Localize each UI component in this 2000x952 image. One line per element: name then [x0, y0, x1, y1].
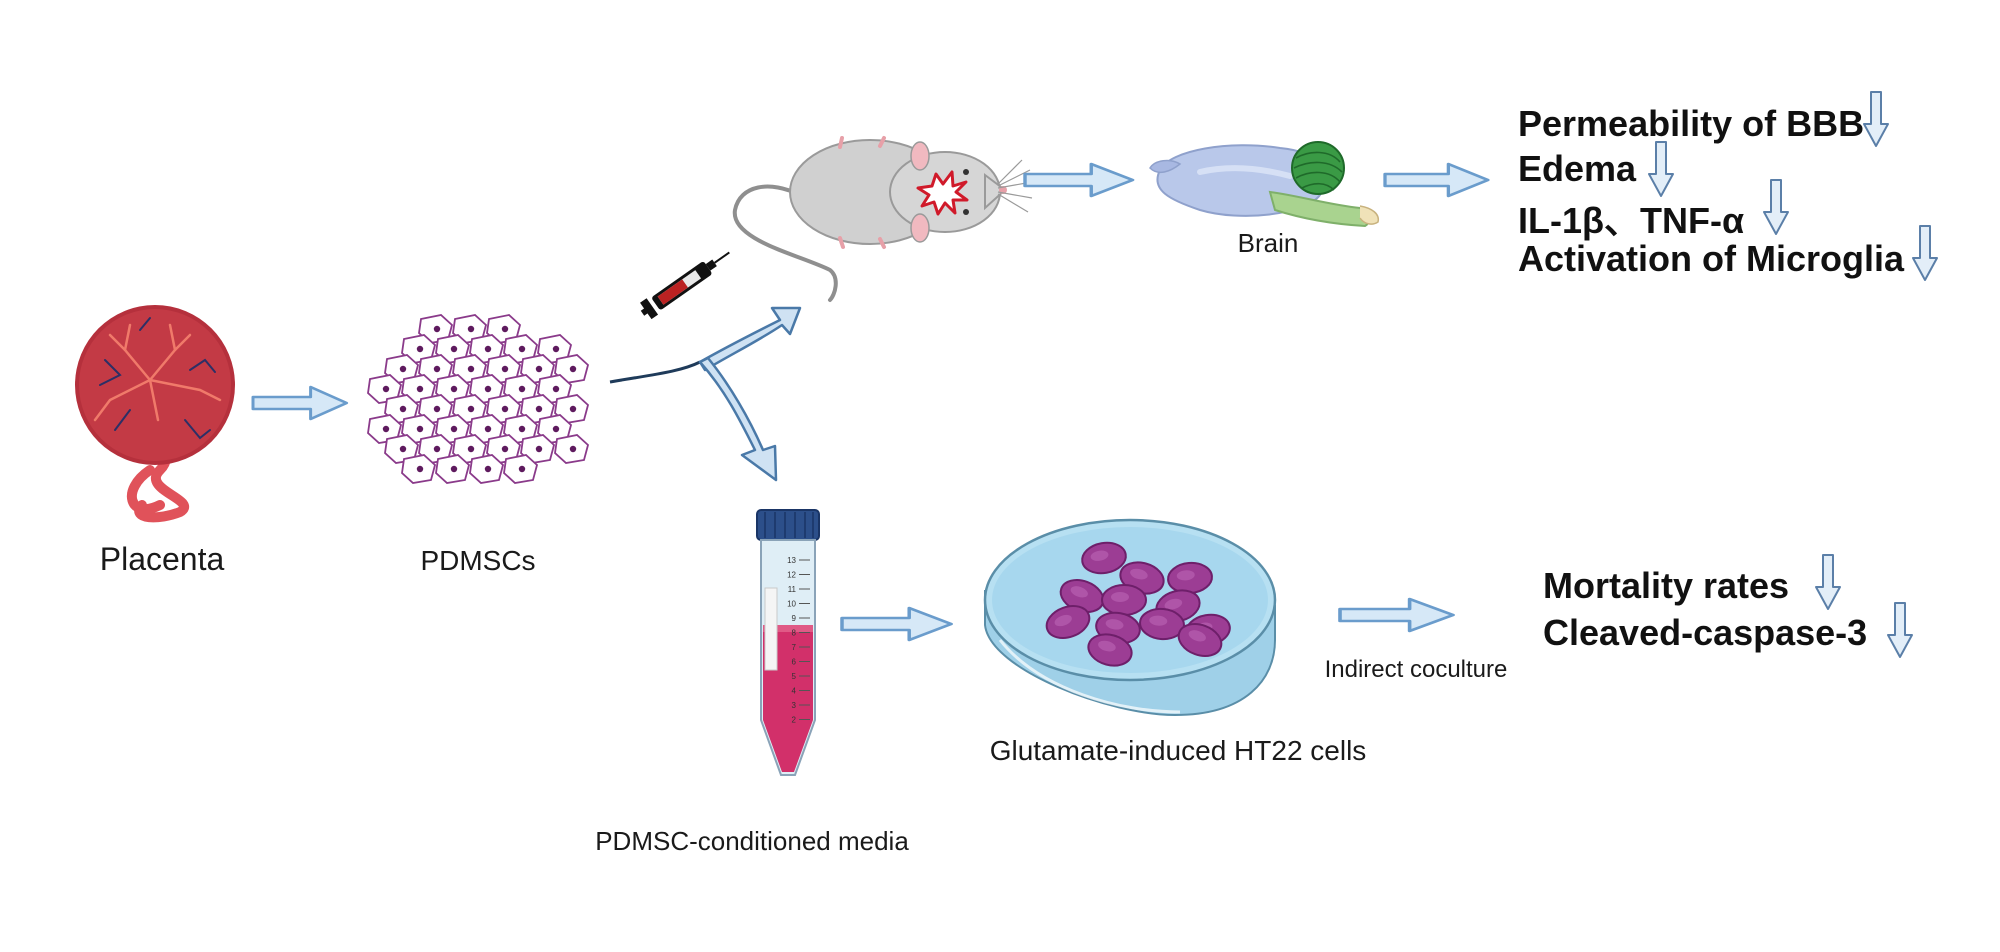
syringe-icon — [640, 251, 730, 320]
in-vivo-outcome-bbb: Permeability of BBB — [1518, 103, 1865, 144]
indirect-coculture-label: Indirect coculture — [1325, 656, 1508, 683]
arrow-media-to-cells — [840, 606, 953, 642]
tube-scale-label: 9 — [792, 614, 797, 623]
arrow-coculture-to-outcomes — [1338, 597, 1455, 633]
in-vitro-outcome-caspase: Cleaved-caspase-3 — [1543, 612, 1868, 653]
in-vivo-outcome-microglia: Activation of Microglia — [1518, 238, 1905, 279]
tube-scale-label: 7 — [792, 643, 797, 652]
tube-scale-label: 4 — [792, 687, 797, 696]
down-arrow-icon — [1863, 91, 1889, 147]
tube-scale: 13 12 11 10 9 8 7 6 5 4 3 2 — [787, 556, 810, 725]
arrow-brain-to-outcomes — [1383, 162, 1490, 198]
conditioned-media-label: PDMSC-conditioned media — [595, 826, 909, 856]
tube-scale-label: 10 — [787, 600, 796, 609]
down-arrow-icon — [1887, 602, 1913, 658]
branch-arrows — [609, 306, 802, 482]
arrow-placenta-to-pdmscs — [251, 385, 349, 421]
pdmscs-cells-icon — [367, 314, 589, 484]
down-arrow-icon — [1648, 141, 1674, 197]
in-vitro-outcome-mortality: Mortality rates — [1543, 565, 1790, 606]
in-vivo-outcome-cytokines: IL-1β、TNF-α — [1518, 200, 1745, 241]
brain-icon — [1149, 141, 1380, 228]
tube-scale-label: 8 — [792, 629, 797, 638]
mouse-icon — [732, 136, 1033, 302]
pdmsc-cell — [554, 434, 589, 464]
pdmscs-label: PDMSCs — [420, 545, 535, 576]
tube-scale-label: 13 — [787, 556, 796, 565]
injury-burst-icon — [916, 170, 969, 216]
tube-scale-label: 5 — [792, 672, 797, 681]
placenta-label: Placenta — [100, 541, 225, 577]
down-arrow-icon — [1912, 225, 1938, 281]
arrow-mouse-to-brain — [1023, 162, 1135, 198]
placenta-icon — [75, 305, 235, 523]
tube-scale-label: 3 — [792, 701, 797, 710]
tube-scale-label: 6 — [792, 658, 797, 667]
brain-label: Brain — [1238, 228, 1299, 258]
tube-scale-label: 2 — [792, 716, 797, 725]
in-vivo-outcome-edema: Edema — [1518, 148, 1637, 189]
ht22-label: Glutamate-induced HT22 cells — [990, 735, 1367, 766]
tube-scale-label: 11 — [788, 585, 797, 594]
tube-scale-label: 12 — [787, 571, 796, 580]
down-arrow-icon — [1763, 179, 1789, 235]
down-arrow-icon — [1815, 554, 1841, 610]
tube-icon — [756, 509, 820, 776]
ht22-cell — [1101, 584, 1147, 616]
